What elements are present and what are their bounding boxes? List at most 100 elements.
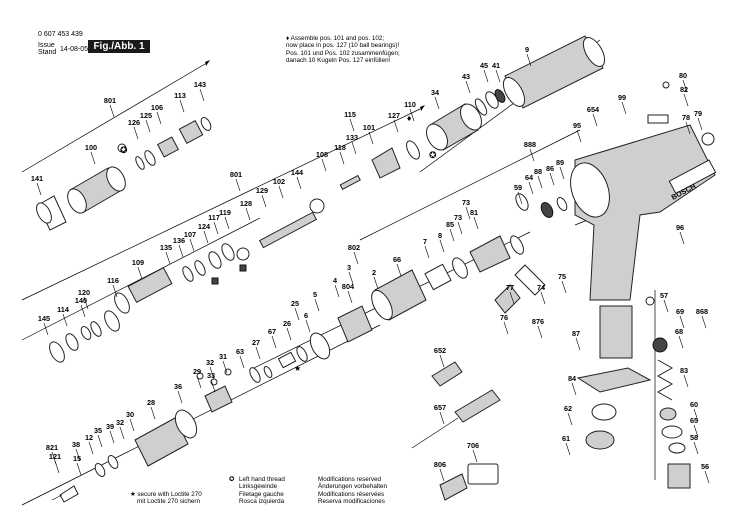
- leader-line: [339, 151, 345, 165]
- leader-line: [235, 178, 241, 192]
- modifications-line: Modifications reserved: [318, 476, 381, 483]
- leader-line: [679, 231, 685, 245]
- part-label: 100: [85, 143, 97, 152]
- part-label: 141: [31, 174, 43, 183]
- leader-line: [210, 379, 216, 393]
- part-label: 652: [434, 346, 446, 355]
- part-label: 7: [423, 237, 427, 246]
- part-label: 125: [140, 111, 152, 120]
- loctite-note-line: mit Loctite 270 sichern: [137, 498, 200, 505]
- part-label: 110: [404, 100, 416, 109]
- part-label: 99: [618, 93, 626, 102]
- issue-date: 14-08-05: [60, 46, 89, 53]
- leader-line: [575, 337, 581, 351]
- part-label: 60: [690, 400, 698, 409]
- leader-line: [473, 216, 479, 230]
- part-label: 32: [116, 418, 124, 427]
- assembly-note-line: Pos. 101 und Pos. 102 zusammenfügen;: [286, 49, 400, 57]
- leader-line: [222, 360, 228, 374]
- leader-line: [347, 290, 353, 304]
- part-label: 102: [273, 177, 285, 186]
- part-label: 135: [160, 243, 172, 252]
- leader-line: [693, 424, 699, 438]
- leader-line: [683, 93, 689, 107]
- leader-line: [682, 79, 688, 93]
- part-label: 38: [72, 440, 80, 449]
- leader-line: [80, 304, 86, 318]
- leader-line: [559, 166, 565, 180]
- leader-line: [133, 126, 139, 140]
- part-label: 654: [587, 105, 600, 114]
- leader-line: [296, 176, 302, 190]
- modifications-line: Reserva modificaciones: [318, 497, 385, 505]
- modifications-legend: Modifications reserved Änderungen vorbeh…: [318, 476, 387, 505]
- part-label: 66: [393, 255, 401, 264]
- part-label: 86: [546, 164, 554, 173]
- part-label: 36: [174, 382, 182, 391]
- leader-line: [62, 313, 68, 327]
- assembly-note: ♦ Assemble pos. 101 and pos. 102; now pl…: [286, 35, 400, 64]
- leader-line: [209, 366, 215, 380]
- part-label: 80: [679, 71, 687, 80]
- part-label: 56: [701, 462, 709, 471]
- part-label: 45: [480, 61, 488, 70]
- leader-line: [196, 375, 202, 389]
- part-label: 69: [676, 307, 684, 316]
- part-label: 8: [438, 231, 442, 240]
- part-label: 57: [660, 291, 668, 300]
- leader-line: [165, 251, 171, 265]
- leader-line: [109, 430, 115, 444]
- leader-line: [683, 374, 689, 388]
- stand-label: Stand: [38, 49, 57, 56]
- diamond-icon: ♦: [286, 35, 290, 42]
- leader-line: [245, 207, 251, 221]
- bottom-row-parts: [51, 351, 297, 503]
- leader-line: [685, 121, 691, 135]
- leader-line: [526, 53, 532, 67]
- leader-line: [396, 263, 402, 277]
- leader-line: [334, 284, 340, 298]
- part-label: 34: [431, 88, 440, 97]
- leader-line: [224, 216, 230, 230]
- part-label: 119: [219, 208, 231, 217]
- part-label: 133: [346, 133, 358, 142]
- part-label: 804: [342, 282, 355, 291]
- part-label: 89: [556, 158, 564, 167]
- leader-line: [145, 119, 151, 133]
- part-number: 0 607 453 439: [38, 31, 83, 38]
- leader-line: [348, 271, 354, 285]
- leader-line: [305, 319, 311, 333]
- part-label: 63: [236, 347, 244, 356]
- part-label: 28: [147, 398, 155, 407]
- part-label: 64: [525, 173, 534, 182]
- leader-line: [663, 299, 669, 313]
- loctite-star-icon: ★: [130, 491, 136, 498]
- part-label: 115: [344, 110, 356, 119]
- leader-line: [483, 69, 489, 83]
- part-label: 888: [524, 140, 536, 149]
- part-label: 106: [151, 103, 163, 112]
- accessory-parts: [411, 361, 501, 501]
- part-label: 58: [690, 433, 698, 442]
- leader-line: [517, 191, 523, 205]
- leader-line: [701, 315, 707, 329]
- loctite-note: ★ secure with Loctite 270: [130, 491, 202, 498]
- leader-line: [213, 221, 219, 235]
- leader-line: [571, 382, 577, 396]
- figure-label: Fig./Abb. 1: [88, 40, 150, 53]
- leader-line: [255, 346, 261, 360]
- part-label: 29: [193, 367, 201, 376]
- part-label: 129: [256, 186, 268, 195]
- assembly-note-line: danach 10 Kugeln Pos. 127 einfüllen!: [286, 56, 391, 64]
- leader-line: [439, 239, 445, 253]
- leader-line: [409, 108, 415, 122]
- part-label: 84: [568, 374, 577, 383]
- leader-line: [439, 354, 445, 368]
- part-label: 801: [104, 96, 116, 105]
- leader-line: [43, 322, 49, 336]
- leader-line: [621, 101, 627, 115]
- part-label: 30: [126, 410, 134, 419]
- leader-line: [199, 88, 205, 102]
- leader-line: [465, 80, 471, 94]
- leader-line: [465, 206, 471, 220]
